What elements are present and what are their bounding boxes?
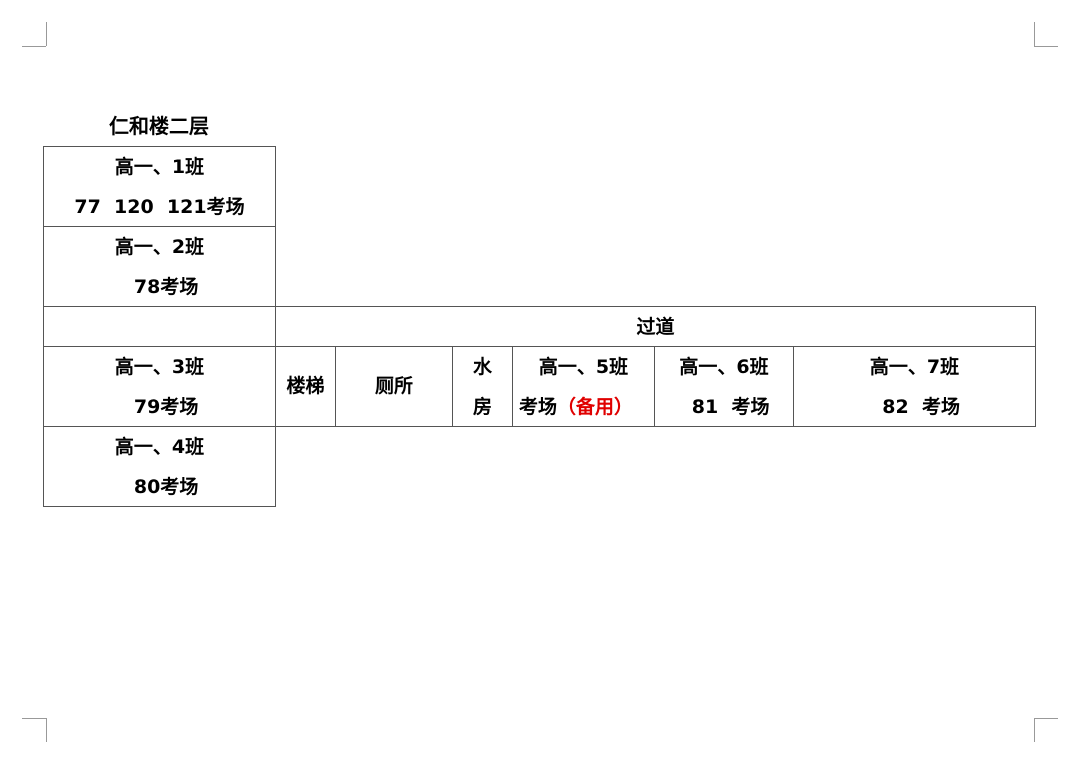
class-name: 高一、4班 [114,436,205,458]
exam-room: 80考场 [120,476,199,498]
corner-mark [22,46,46,47]
corridor: 过道 [275,306,1036,347]
room-class-6: 高一、6班 81 考场 [654,346,794,427]
room-class-4: 高一、4班 80考场 [43,426,276,507]
corner-mark [1034,718,1035,742]
exam-room: 78考场 [120,276,199,298]
stairs: 楼梯 [275,346,336,427]
water-room-label: 水 [472,356,492,378]
room-class-2: 高一、2班 78考场 [43,226,276,307]
exam-room: 考场 [519,396,558,418]
stairs-label: 楼梯 [286,375,325,397]
class-name: 高一、7班 [869,356,960,378]
corner-mark [1034,22,1035,46]
class-name: 高一、6班 [679,356,769,378]
corner-mark [46,22,47,46]
water-room: 水 房 [452,346,513,427]
water-room-label: 房 [472,396,492,418]
exam-room: 81 考场 [678,396,770,418]
class-name: 高一、1班 [114,156,205,178]
corridor-label: 过道 [636,316,675,338]
corner-mark [46,718,47,742]
corner-mark [22,718,46,719]
class-name: 高一、2班 [114,236,205,258]
room-class-3: 高一、3班 79考场 [43,346,276,427]
floor-title: 仁和楼二层 [109,114,209,138]
room-class-1: 高一、1班 77 120 121考场 [43,146,276,227]
toilet-label: 厕所 [374,375,413,397]
corner-mark [1034,46,1058,47]
exam-room: 82 考场 [869,396,960,418]
corner-mark [1034,718,1058,719]
exam-room: 77 120 121考场 [74,196,245,218]
class-name: 高一、5班 [538,356,629,378]
backup-note: （备用） [557,396,634,418]
toilet: 厕所 [335,346,453,427]
exam-room: 79考场 [120,396,199,418]
room-class-5: 高一、5班 考场（备用） [512,346,655,427]
room-class-7: 高一、7班 82 考场 [793,346,1036,427]
empty-cell [43,306,276,347]
class-name: 高一、3班 [114,356,205,378]
